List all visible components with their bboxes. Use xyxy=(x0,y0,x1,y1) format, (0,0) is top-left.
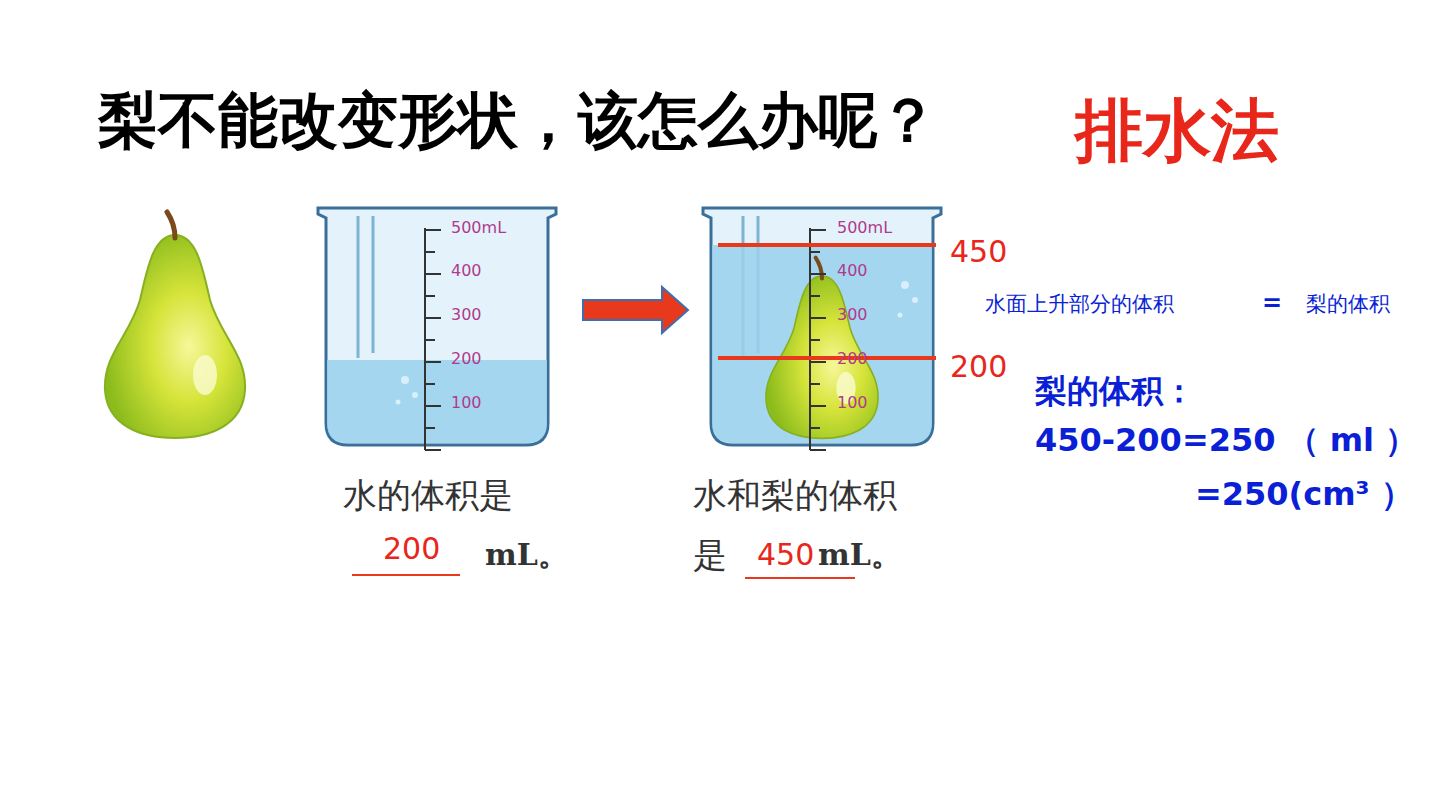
formula: =250(cm³ ） xyxy=(1195,476,1413,513)
tick xyxy=(425,383,435,385)
scale-number: 400 xyxy=(451,262,482,280)
tick xyxy=(425,405,441,407)
blank-line xyxy=(745,577,855,579)
scale-number: 300 xyxy=(451,306,482,324)
note-text: 水面上升部分的体积 xyxy=(985,292,1174,316)
scale-number: 400 xyxy=(837,262,868,280)
tick xyxy=(425,229,441,231)
arrow xyxy=(583,287,688,333)
tick xyxy=(810,449,826,451)
tick xyxy=(425,273,441,275)
formula: 450-200=250 （ ml ） xyxy=(1035,422,1417,459)
scale-ticks xyxy=(810,228,826,450)
tick xyxy=(425,449,441,451)
scale-number: 300 xyxy=(837,306,868,324)
water xyxy=(327,360,547,443)
unit-text: mL。 xyxy=(818,538,901,573)
tick xyxy=(810,405,826,407)
tick xyxy=(425,361,441,363)
beaker xyxy=(318,208,556,445)
tick xyxy=(810,295,820,297)
slide-title: 梨不能改变形状，该怎么办呢？ xyxy=(98,86,938,155)
tick xyxy=(425,295,435,297)
note-text: 梨的体积 xyxy=(1306,292,1390,316)
method-name: 排水法 xyxy=(1075,92,1279,170)
scale-number: 200 xyxy=(451,350,482,368)
beaker xyxy=(703,208,941,445)
scale-line xyxy=(809,228,811,450)
caption-text: 水的体积是 xyxy=(343,476,513,515)
caption-text: 水和梨的体积 xyxy=(693,476,897,515)
pear xyxy=(766,258,878,439)
scale-ticks xyxy=(425,228,441,450)
scale-number: 500mL xyxy=(837,219,892,237)
level-value: 200 xyxy=(950,350,1007,385)
tick xyxy=(425,339,435,341)
tick xyxy=(425,317,441,319)
tick xyxy=(810,361,826,363)
blank-line xyxy=(352,574,460,576)
caption-text: 是 xyxy=(693,536,727,575)
scale-line xyxy=(424,228,426,450)
tick xyxy=(425,251,435,253)
tick xyxy=(810,317,826,319)
level-line xyxy=(718,243,936,247)
formula-heading: 梨的体积： xyxy=(1035,373,1195,410)
tick xyxy=(810,251,820,253)
tick xyxy=(810,427,820,429)
equals-sign: = xyxy=(1262,290,1282,318)
level-line xyxy=(718,356,936,360)
scale-number: 100 xyxy=(451,394,482,412)
answer-value: 450 xyxy=(757,538,814,573)
answer-value: 200 xyxy=(383,532,440,567)
scale-number: 100 xyxy=(837,394,868,412)
tick xyxy=(810,229,826,231)
pear xyxy=(105,212,245,438)
level-value: 450 xyxy=(950,235,1007,270)
tick xyxy=(810,383,820,385)
tick xyxy=(810,273,826,275)
tick xyxy=(810,339,820,341)
unit-text: mL。 xyxy=(485,538,568,573)
tick xyxy=(425,427,435,429)
scale-number: 500mL xyxy=(451,219,506,237)
water xyxy=(712,245,932,443)
scale-number: 200 xyxy=(837,350,868,368)
